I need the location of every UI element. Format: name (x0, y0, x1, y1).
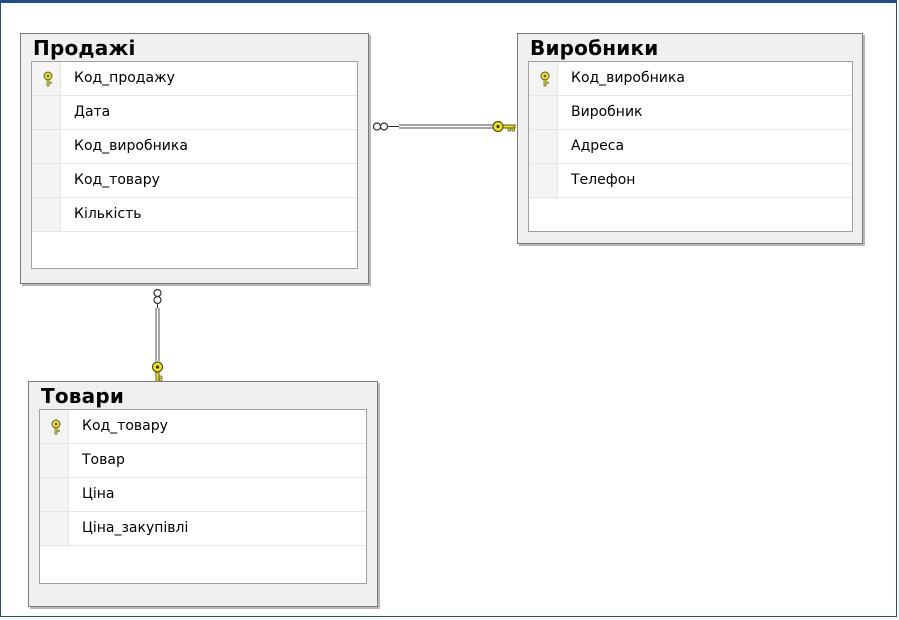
column-name: Кількість (74, 206, 142, 222)
infinity-icon (153, 288, 162, 308)
key-icon (43, 71, 53, 87)
column-name: Ціна (82, 486, 115, 502)
table-title[interactable]: Товари (41, 384, 125, 408)
column-row[interactable]: Телефон (529, 164, 852, 198)
column-name: Код_продажу (74, 70, 175, 86)
column-grid: Код_товару Товар Ціна Ціна_закупівлі (39, 409, 367, 584)
key-icon (492, 121, 516, 132)
column-name: Ціна_закупівлі (82, 520, 189, 536)
column-name: Дата (74, 104, 111, 120)
column-row[interactable]: Ціна (40, 478, 366, 512)
column-name: Код_виробника (74, 138, 188, 154)
column-row[interactable]: Код_виробника (32, 130, 357, 164)
key-icon (540, 71, 550, 87)
column-row[interactable]: Код_продажу (32, 62, 357, 96)
relationship-lines (152, 121, 516, 385)
column-row[interactable]: Виробник (529, 96, 852, 130)
column-name: Код_виробника (571, 70, 685, 86)
column-name: Виробник (571, 104, 643, 120)
relationship-sales-goods[interactable] (152, 288, 163, 385)
relationship-sales-manufacturers[interactable] (372, 121, 516, 132)
key-icon (51, 419, 61, 435)
column-name: Код_товару (82, 418, 168, 434)
table-sales[interactable]: Продажі Код_продажу Дата Код_виробника (20, 33, 369, 284)
column-row[interactable]: Код_товару (40, 410, 366, 444)
column-name: Товар (82, 452, 125, 468)
table-manufacturers[interactable]: Виробники Код_виробника Виробник Адреса (517, 33, 863, 244)
column-row[interactable]: Ціна_закупівлі (40, 512, 366, 546)
table-title[interactable]: Продажі (33, 36, 136, 60)
column-row[interactable]: Адреса (529, 130, 852, 164)
column-name: Код_товару (74, 172, 160, 188)
column-grid: Код_виробника Виробник Адреса Телефон (528, 61, 853, 232)
column-name: Адреса (571, 138, 625, 154)
column-row[interactable]: Код_виробника (529, 62, 852, 96)
table-title[interactable]: Виробники (530, 36, 659, 60)
column-row[interactable]: Товар (40, 444, 366, 478)
table-goods[interactable]: Товари Код_товару Товар Ціна (28, 381, 378, 607)
column-row[interactable]: Кількість (32, 198, 357, 232)
column-row[interactable]: Код_товару (32, 164, 357, 198)
key-icon (152, 361, 163, 385)
column-name: Телефон (571, 172, 636, 188)
infinity-icon (372, 122, 399, 131)
column-grid: Код_продажу Дата Код_виробника Код_товар… (31, 61, 358, 269)
column-row[interactable]: Дата (32, 96, 357, 130)
